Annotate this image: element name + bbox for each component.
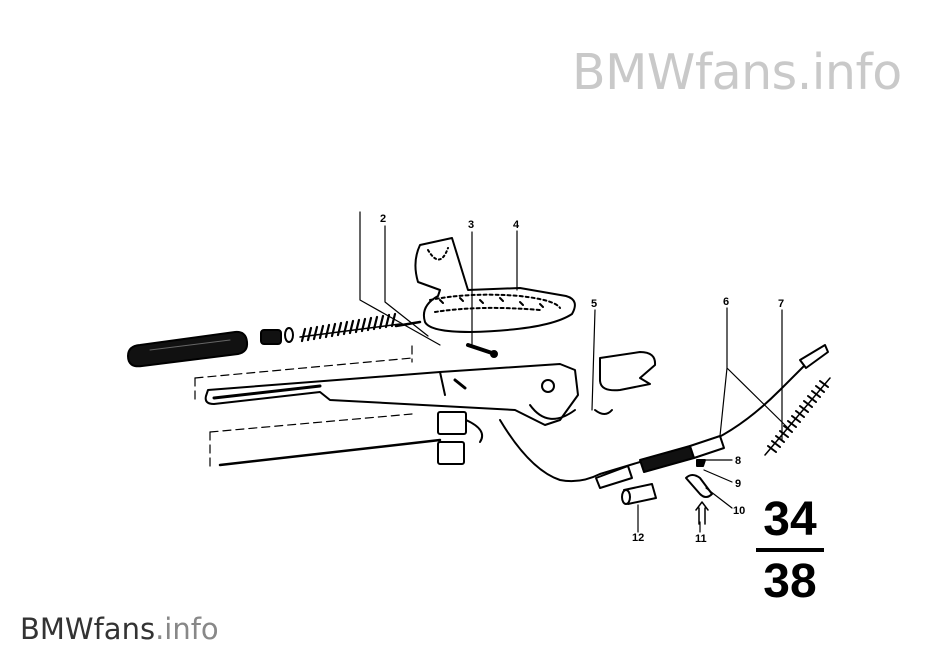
cable-spring <box>764 377 831 456</box>
reference-lines <box>194 345 413 467</box>
pin <box>466 343 498 358</box>
callout-4: 4 <box>513 219 520 231</box>
lever-cover <box>594 351 657 415</box>
group-code-rule <box>756 548 824 552</box>
brake-cable <box>499 344 829 489</box>
callout-6: 6 <box>723 296 729 308</box>
callout-11: 11 <box>695 533 707 545</box>
group-code-numerator: 34 <box>763 493 817 546</box>
callout-3: 3 <box>468 219 474 231</box>
callout-7: 7 <box>778 298 784 310</box>
callout-9: 9 <box>735 478 741 490</box>
watermark-top: BMWfans.info <box>572 44 902 101</box>
callout-8: 8 <box>735 455 741 467</box>
rubber-boot <box>414 237 576 333</box>
callout-12: 12 <box>632 532 644 544</box>
hand-brake-lever <box>204 363 579 426</box>
lever-bushing <box>260 327 294 345</box>
group-code: 34 38 <box>752 495 828 607</box>
watermark-bottom: BMWfans.info <box>20 612 219 646</box>
callout-numbers: 2 3 4 5 6 7 8 9 10 11 12 <box>380 213 784 545</box>
hand-grip <box>127 330 249 368</box>
watermark-top-suffix: .info <box>796 44 902 101</box>
push-rod-spring <box>299 312 422 343</box>
callout-10: 10 <box>733 505 745 517</box>
leader-lines <box>359 211 791 533</box>
lower-bracket <box>218 411 484 467</box>
group-code-denominator: 38 <box>763 555 817 608</box>
watermark-top-brand: BMWfans <box>572 44 797 101</box>
callout-5: 5 <box>591 298 597 310</box>
small-parts <box>621 459 713 525</box>
callout-2: 2 <box>380 213 386 225</box>
watermark-bottom-brand: BMWfans <box>20 612 156 646</box>
watermark-bottom-suffix: .info <box>155 612 219 646</box>
